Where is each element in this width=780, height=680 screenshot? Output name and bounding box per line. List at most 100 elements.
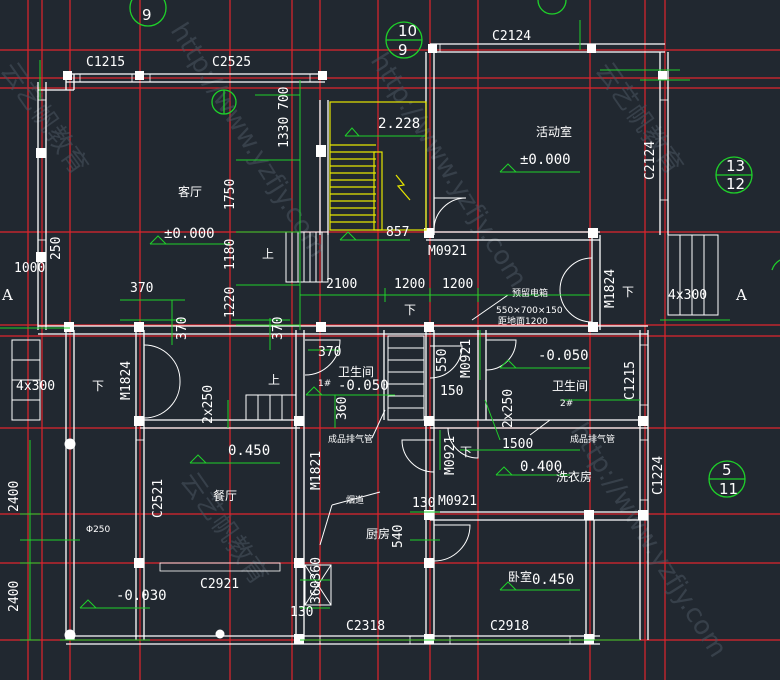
stair-steps-white <box>11 231 719 421</box>
level-markers <box>79 127 590 609</box>
door-label-m1824-left: M1824 <box>119 361 134 400</box>
walls <box>37 43 669 645</box>
door-bedroom <box>433 524 471 562</box>
door-dining-stair <box>429 345 463 379</box>
level-bedroom: 0.450 <box>532 572 574 588</box>
dim-370-b: 370 <box>175 317 190 340</box>
dim-1500: 1500 <box>502 437 533 452</box>
axis-bubble-9-b: 9 <box>398 41 408 59</box>
label-exhaust-1: 成品排气管 <box>328 433 373 445</box>
door-m1824-right <box>559 257 593 323</box>
dim-2x250-b: 2x250 <box>501 389 516 428</box>
dim-150: 150 <box>440 384 463 399</box>
door-label-m1824-right: M1824 <box>603 269 618 308</box>
window-label-c2318: C2318 <box>346 619 385 634</box>
label-flue: 烟道 <box>346 494 364 506</box>
door-m0921-stair <box>433 197 467 231</box>
doors[interactable] <box>143 197 593 562</box>
window-label-c2918: C2918 <box>490 619 529 634</box>
watermark-brand-2: 云艺帆教育 <box>589 57 688 181</box>
level-living: ±0.000 <box>164 226 215 242</box>
axis-bubbles <box>129 0 780 498</box>
dim-857: 857 <box>386 225 409 240</box>
level-activity: ±0.000 <box>520 152 571 168</box>
dim-2400-b: 2400 <box>7 581 22 612</box>
room-bath1-no: 1# <box>318 379 331 389</box>
dim-4x300-right: 4x300 <box>668 288 707 303</box>
room-bedroom: 卧室 <box>508 569 532 584</box>
dim-4x300-left: 4x300 <box>16 379 55 394</box>
room-bath2: 卫生间 <box>552 379 588 393</box>
window-label-c1215-top: C1215 <box>86 55 125 70</box>
door-m1824-left <box>143 344 181 419</box>
level-bath2: -0.050 <box>538 348 589 364</box>
door-label-m0921-d: M0921 <box>438 494 477 509</box>
door-label-m0921-b: M0921 <box>459 339 474 378</box>
watermark-brand-1: 云艺帆教育 <box>0 57 93 181</box>
level-laundry: 0.400 <box>520 459 562 475</box>
dim-1000: 1000 <box>14 261 45 276</box>
label-meter-1: 预留电箱 <box>512 287 548 299</box>
dim-550: 550 <box>435 349 450 372</box>
window-label-c2921: C2921 <box>200 577 239 592</box>
main-stair[interactable] <box>329 101 427 231</box>
arrow-down-3: 下 <box>92 379 104 393</box>
room-living: 客厅 <box>178 184 202 199</box>
dim-130-b: 130 <box>290 605 313 620</box>
watermarks: 云艺帆教育 http://www.yzfjy.com 云艺帆教育 http://… <box>0 18 733 663</box>
room-laundry: 洗衣房 <box>556 469 592 484</box>
level-labels: 2.228 ±0.000 ±0.000 -0.050 -0.050 0.450 … <box>116 116 589 604</box>
door-laundry <box>447 427 479 459</box>
label-meter-3: 距地面1200 <box>498 315 548 327</box>
door-label-m1821: M1821 <box>309 451 324 490</box>
dim-2400-a: 2400 <box>7 481 22 512</box>
level-bath1: -0.050 <box>338 378 389 394</box>
dim-1200-a: 1200 <box>394 277 425 292</box>
level-outside: -0.030 <box>116 588 167 604</box>
dim-1750: 1750 <box>223 179 238 210</box>
room-kitchen: 厨房 <box>366 526 390 541</box>
window-label-c1215-right: C1215 <box>623 361 638 400</box>
door-label-m0921-c: M0921 <box>443 436 458 475</box>
label-exhaust-2: 成品排气管 <box>570 433 615 445</box>
axis-bubble-10: 10 <box>398 22 417 40</box>
door-kitchen <box>401 439 435 473</box>
room-labels: 客厅 活动室 卫生间 1# 卫生间 2# 餐厅 厨房 洗衣房 卧室 烟道 成品排… <box>178 124 615 584</box>
dim-2x250-a: 2x250 <box>201 385 216 424</box>
arrow-down-4: 下 <box>460 445 472 459</box>
axis-a-left: A <box>1 286 13 304</box>
axis-bubble-11: 11 <box>719 480 738 498</box>
fixtures <box>64 294 551 641</box>
door-bath2 <box>485 339 517 371</box>
window-label-c2124-right: C2124 <box>643 141 658 180</box>
dim-1330: 1330 <box>277 117 292 148</box>
arrow-down-2: 下 <box>622 285 634 299</box>
label-meter-2: 550×700×150 <box>496 306 563 316</box>
axis-bubble-5: 5 <box>722 461 732 479</box>
dimension-labels: 700 1330 1750 1180 1220 250 1000 370 370… <box>7 87 707 620</box>
dim-360: 360 <box>335 397 350 420</box>
watermark-brand-3: 云艺帆教育 <box>174 467 273 591</box>
dim-370-d: 370 <box>318 345 341 360</box>
arrow-up-1: 上 <box>262 247 274 261</box>
stair-arrows: 上 上 下 下 下 下 <box>92 247 634 459</box>
window-bands <box>37 43 669 645</box>
dim-1200-b: 1200 <box>442 277 473 292</box>
room-activity: 活动室 <box>536 124 572 139</box>
axis-bubble-9: 9 <box>142 6 152 24</box>
dim-130-a: 130 <box>412 496 435 511</box>
window-label-c1224: C1224 <box>651 456 666 495</box>
dim-1220: 1220 <box>223 287 238 318</box>
dim-370-a: 370 <box>130 281 153 296</box>
arrow-down-1: 下 <box>404 303 416 317</box>
axis-labels: A A 9 10 9 13 12 5 11 <box>1 6 747 498</box>
dim-360360: 360360 <box>309 557 324 604</box>
dim-540: 540 <box>391 525 406 548</box>
arrow-up-2: 上 <box>268 373 280 387</box>
columns <box>36 44 667 644</box>
level-stair: 2.228 <box>378 116 420 132</box>
dim-250: 250 <box>49 237 64 260</box>
level-dining: 0.450 <box>228 443 270 459</box>
dim-1180: 1180 <box>223 239 238 270</box>
